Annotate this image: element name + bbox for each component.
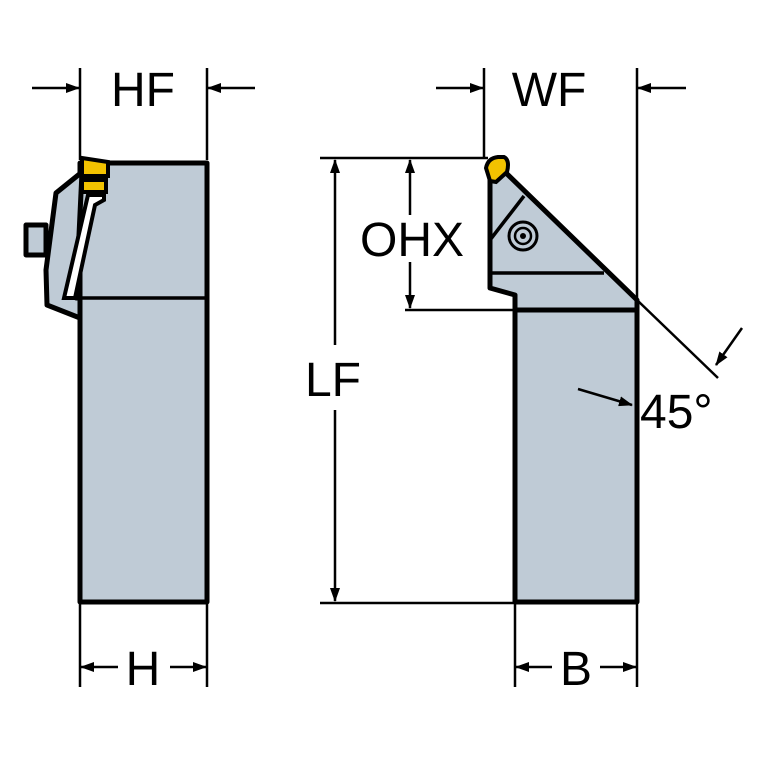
side-view-insert-bottom	[80, 178, 108, 194]
b-dimension: B	[513, 604, 639, 696]
angle-dimension: 45°	[577, 327, 744, 439]
hf-dimension: HF	[32, 64, 255, 160]
b-label: B	[560, 643, 592, 696]
angle-reference-line	[636, 299, 719, 379]
side-view	[23, 155, 210, 605]
h-label: H	[126, 643, 161, 696]
side-view-insert-top	[80, 155, 110, 178]
top-view	[483, 155, 719, 605]
screw-icon	[507, 220, 539, 252]
lf-dimension: LF	[305, 156, 515, 605]
wf-dimension: WF	[436, 64, 686, 300]
wf-label: WF	[512, 64, 587, 117]
side-view-shank	[77, 160, 210, 605]
side-view-screw	[23, 222, 49, 258]
top-view-insert	[483, 155, 510, 185]
lf-label: LF	[305, 354, 361, 407]
ohx-dimension: OHX	[360, 159, 515, 312]
angle-label: 45°	[640, 386, 713, 439]
side-view-slot	[61, 193, 106, 300]
hf-label: HF	[111, 64, 175, 117]
ohx-label: OHX	[360, 214, 464, 267]
h-dimension: H	[78, 604, 209, 696]
top-view-head	[487, 169, 640, 313]
top-view-shank	[512, 307, 640, 605]
